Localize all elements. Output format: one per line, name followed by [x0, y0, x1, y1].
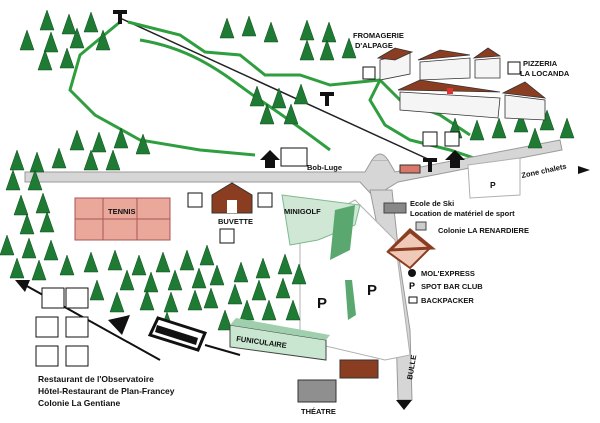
ski-icon [35, 316, 59, 338]
parking-zone-east [467, 157, 521, 199]
green-trails [68, 20, 481, 162]
restaurant-icon [187, 192, 203, 208]
archery-icon [219, 228, 235, 244]
fromagerie-label-2: D'ALPAGE [355, 41, 393, 50]
parking-label-west: P [317, 295, 327, 312]
bulle-label: BULLE [405, 354, 418, 380]
buvette-label: BUVETTE [218, 217, 253, 226]
hiking-icon-3 [257, 192, 273, 208]
colonie-renardiere: Colonie LA RENARDIERE [386, 221, 529, 270]
ecole-ski-label-1: Ecole de Ski [410, 199, 454, 208]
theatre: THÉATRE [297, 379, 337, 416]
forest [0, 9, 575, 333]
hiking-icon-2 [444, 131, 460, 147]
spot-bar-label: SPOT BAR CLUB [421, 282, 483, 291]
info-icon [447, 88, 453, 94]
buvette-building: BUVETTE [211, 182, 253, 226]
pizzeria-label-2: LA LOCANDA [520, 69, 570, 78]
restaurant-icon-2 [507, 61, 521, 75]
cheese-icon-2 [362, 66, 376, 80]
bed-icon [408, 296, 418, 304]
zone-chalets-label: Zone chalets [521, 162, 568, 180]
minigolf-label: MINIGOLF [284, 207, 321, 216]
cheese-icon [408, 269, 416, 277]
ski-lift-line [119, 17, 431, 161]
sledge-icon [280, 147, 308, 167]
parking-label-east: P [490, 180, 496, 190]
mol-express-label: MOL'EXPRESS [421, 269, 475, 278]
parking-zone-main [281, 194, 411, 361]
chalet-cluster [376, 47, 547, 121]
lift-stations [113, 10, 465, 172]
parking-label-east-main: P [367, 282, 377, 299]
colonie-renardiere-label: Colonie LA RENARDIERE [438, 226, 529, 235]
tennis-label: TENNIS [108, 207, 136, 216]
bed-icon-2 [35, 345, 59, 367]
sledge-icon-2 [65, 345, 89, 367]
colonie-gentiane-label: Colonie La Gentiane [38, 398, 120, 408]
restaurant-observatoire-label: Restaurant de l'Observatoire [38, 374, 154, 384]
service-list: MOL'EXPRESS P SPOT BAR CLUB BACKPACKER [408, 269, 483, 305]
ecole-ski-label-2: Location de matériel de sport [410, 209, 515, 218]
tennis-court: TENNIS [74, 197, 171, 241]
hiking-icon [422, 131, 438, 147]
hotel-plan-francey-label: Hôtel-Restaurant de Plan-Francey [38, 386, 175, 396]
bar-icon: P [409, 281, 415, 291]
funicular: FUNICULAIRE [147, 316, 330, 361]
arrow-box [41, 287, 65, 309]
theatre-label: THÉATRE [301, 407, 336, 416]
fromagerie-label-1: FROMAGERIE [353, 31, 404, 40]
backpacker-label: BACKPACKER [421, 296, 474, 305]
ski-lift-icon [65, 287, 89, 309]
ecole-ski: Ecole de Ski Location de matériel de spo… [383, 199, 515, 218]
bob-luge-label: Bob-Luge [307, 163, 342, 172]
restaurant-icon-3 [65, 316, 89, 338]
pizzeria-label-1: PIZZERIA [523, 59, 558, 68]
icons [35, 61, 521, 367]
